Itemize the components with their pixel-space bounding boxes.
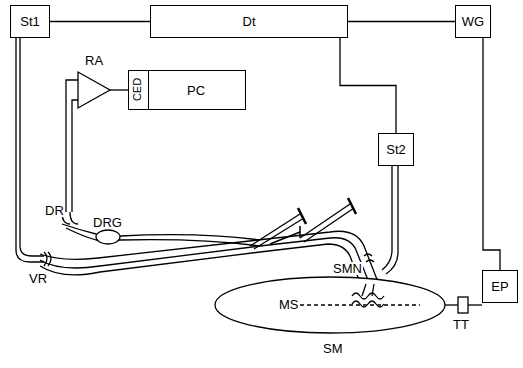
connector-line xyxy=(483,38,500,270)
transducer-label: TT xyxy=(452,318,470,331)
stimulus-wire xyxy=(16,38,44,262)
muscle-label: SM xyxy=(322,342,344,355)
signal-wire xyxy=(110,89,128,90)
computer-box: PC CED xyxy=(128,70,246,110)
root-label: VR xyxy=(28,272,48,285)
dorsal-root xyxy=(66,228,260,246)
nerve-branch xyxy=(270,226,300,244)
root-label: DR xyxy=(44,204,65,217)
interface-box: CED xyxy=(128,70,149,110)
nerve-branch xyxy=(300,204,354,242)
nerve-branch xyxy=(250,214,304,249)
amplifier-label: RA xyxy=(84,54,104,67)
connector-line xyxy=(340,38,396,133)
node-text: Dt xyxy=(243,15,256,28)
stimulator-box: St1 xyxy=(10,5,50,38)
node-text: St2 xyxy=(386,143,406,156)
waveform-box: WG xyxy=(455,5,491,38)
ganglion xyxy=(96,230,120,244)
node-text: St1 xyxy=(20,15,40,28)
amplifier-symbol xyxy=(78,72,110,108)
delay-box: Dt xyxy=(150,5,348,38)
connector-line xyxy=(50,21,150,22)
node-text: PC xyxy=(187,84,205,97)
tension-transducer xyxy=(458,297,468,313)
node-text: WG xyxy=(462,15,484,28)
link xyxy=(468,304,482,305)
node-text: CED xyxy=(133,78,144,101)
recording-wire xyxy=(72,100,78,212)
probe-box: EP xyxy=(482,270,518,303)
nerve-label: SMN xyxy=(332,262,363,275)
node-text: EP xyxy=(491,280,508,293)
cut-end xyxy=(348,198,356,214)
tendon xyxy=(445,304,458,305)
spindle-label: MS xyxy=(278,298,300,311)
recording-wire xyxy=(66,80,78,212)
stimulus-wire xyxy=(20,38,44,256)
cut-end xyxy=(298,208,306,224)
muscle-outline xyxy=(215,277,445,333)
connector-line xyxy=(348,21,455,22)
ganglion-label: DRG xyxy=(92,216,123,229)
stimulus-wire xyxy=(382,166,398,274)
stimulator-box: St2 xyxy=(378,133,414,166)
nerve xyxy=(362,284,374,296)
spindle-endings xyxy=(352,293,384,307)
electrode-hook xyxy=(364,254,374,262)
